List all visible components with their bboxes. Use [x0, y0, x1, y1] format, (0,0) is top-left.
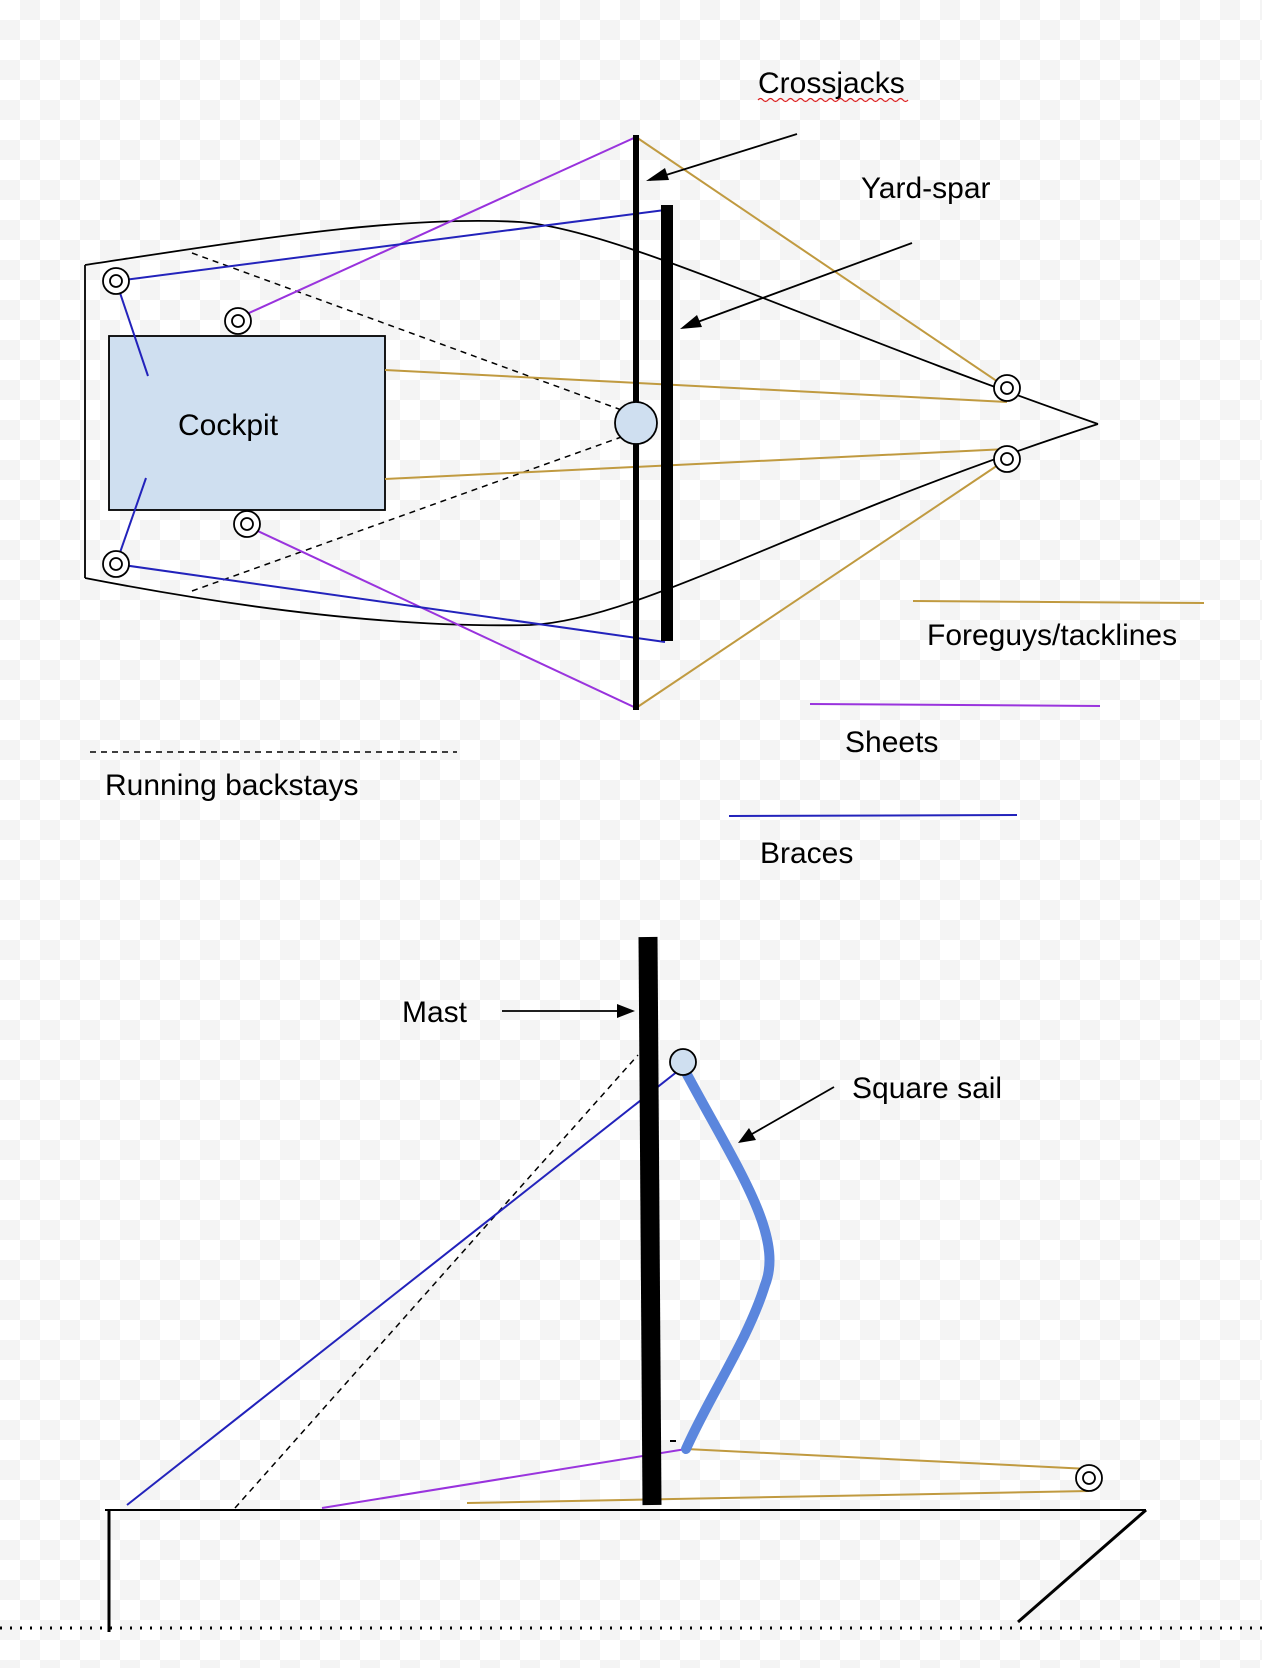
- mast-label: Mast: [402, 996, 468, 1029]
- block-icon: [1075, 1464, 1103, 1492]
- sheets-top: [237, 136, 637, 709]
- block-icon: [102, 267, 130, 295]
- block-icon: [233, 510, 261, 538]
- legend-braces-label: Braces: [760, 837, 853, 870]
- legend-foreguys-label: Foreguys/tacklines: [927, 619, 1177, 652]
- spellcheck-underline: [757, 97, 909, 103]
- legend-running-backstays-label: Running backstays: [105, 769, 358, 802]
- arrow-head-icon: [646, 168, 669, 181]
- cockpit-label: Cockpit: [178, 409, 279, 442]
- legend: Foreguys/tacklines Sheets Running backst…: [90, 600, 1205, 870]
- legend-swatch-braces: [728, 814, 1018, 817]
- arrow-head-icon: [738, 1128, 756, 1143]
- crossjacks-label: Crossjacks: [758, 67, 905, 100]
- foreguys-side: [466, 1448, 1090, 1504]
- square-sail: [678, 1062, 775, 1454]
- brace-side: [126, 1066, 684, 1506]
- block-icon: [102, 550, 130, 578]
- legend-sheets-label: Sheets: [845, 726, 938, 759]
- pointer-arrows-side: [502, 1010, 835, 1139]
- side-view: Mast Square sail: [0, 936, 1262, 1632]
- square-sail-label: Square sail: [852, 1072, 1002, 1105]
- foreguys-top: [384, 136, 1008, 709]
- pointer-arrows-top: [649, 133, 913, 328]
- top-view: Cockpit: [84, 67, 1205, 870]
- legend-swatch-sheets: [809, 703, 1101, 707]
- braces-top: [115, 209, 666, 643]
- block-icon: [224, 307, 252, 335]
- running-backstay-side: [234, 1054, 639, 1509]
- hull-side: [105, 1508, 1147, 1632]
- block-icon: [993, 445, 1021, 473]
- cockpit-box: [108, 335, 386, 511]
- arrow-head-icon: [617, 1004, 635, 1018]
- mast-top-view: [614, 401, 658, 445]
- legend-swatch-foreguys: [912, 600, 1205, 604]
- mast: [638, 936, 662, 1506]
- sheet-side: [321, 1448, 687, 1509]
- yard-spar-label: Yard-spar: [861, 172, 991, 205]
- running-backstays-top: [191, 252, 628, 592]
- arrow-head-icon: [680, 315, 702, 329]
- blocks-top: [102, 267, 1021, 578]
- block-icon: [993, 374, 1021, 402]
- yard-block-side: [669, 1048, 697, 1076]
